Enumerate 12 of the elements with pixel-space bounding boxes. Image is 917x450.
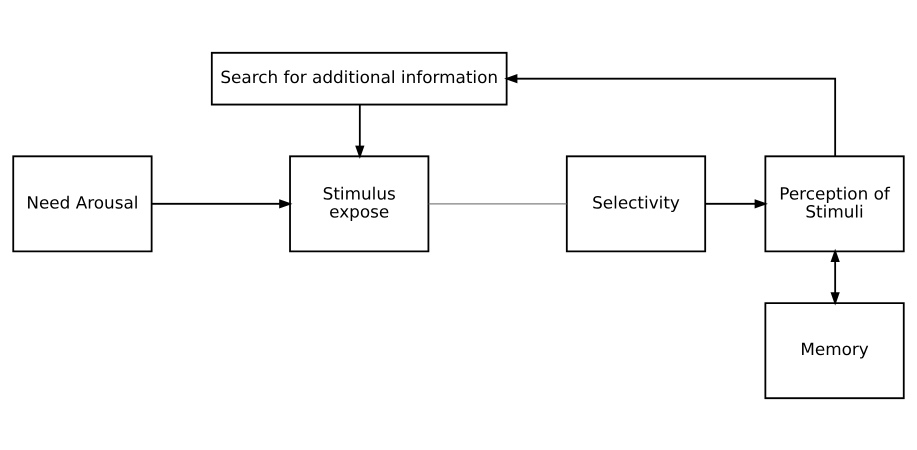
arrow — [830, 248, 840, 305]
arrow — [705, 198, 768, 208]
connector — [428, 202, 566, 204]
arrow — [504, 74, 836, 156]
node-box: Selectivity — [566, 154, 706, 252]
arrow — [152, 198, 292, 208]
node-box: Need Arousal — [12, 154, 153, 252]
node-box: Search for additional information — [210, 51, 508, 105]
node-box: Perception of Stimuli — [764, 154, 905, 252]
node-box: Stimulus expose — [289, 154, 430, 252]
arrow — [355, 104, 364, 158]
node-box: Memory — [764, 302, 905, 399]
